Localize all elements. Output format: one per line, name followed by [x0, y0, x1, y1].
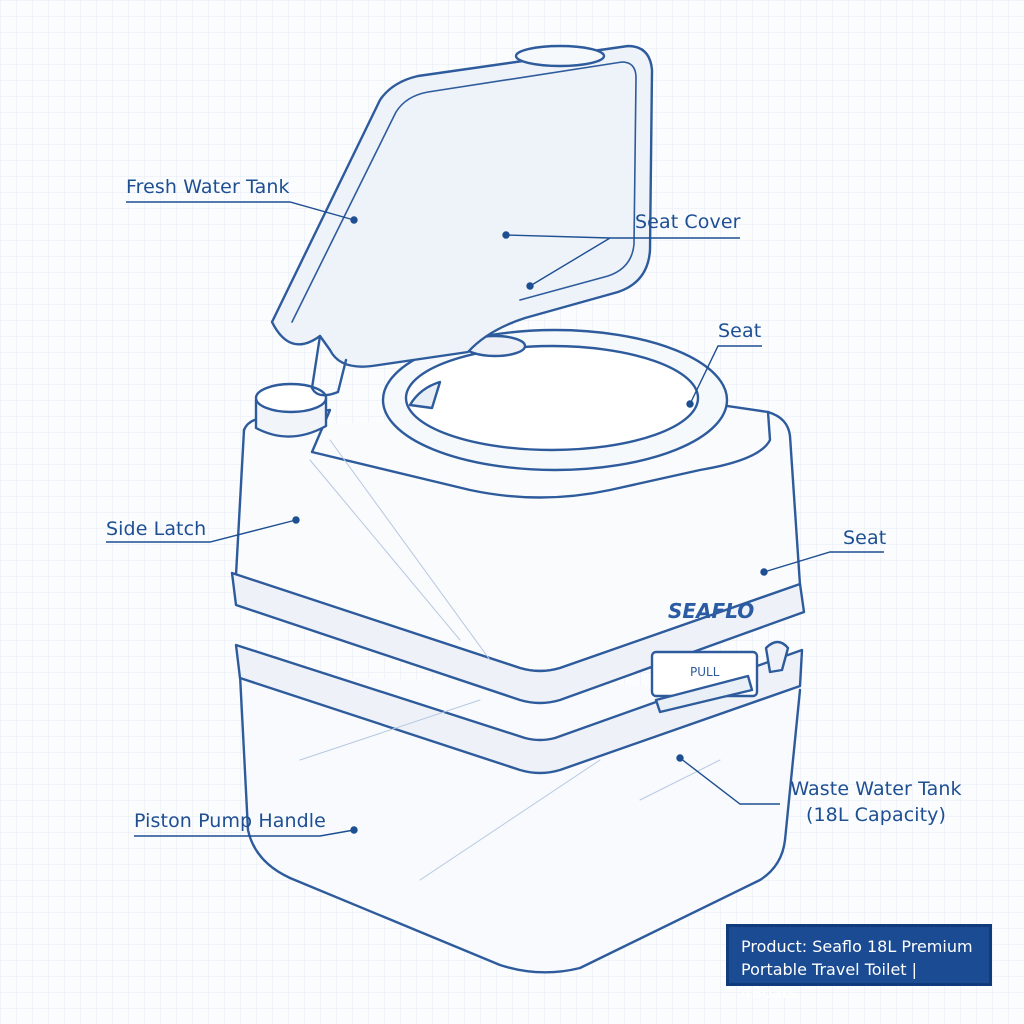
- leader-dot-fresh-water-tank: [350, 216, 358, 224]
- upper-band: [230, 571, 806, 705]
- leader-dot-seat-top: [686, 400, 694, 408]
- label-side-latch: Side Latch: [106, 518, 207, 540]
- leader-dot-seat-cover-2: [526, 282, 534, 290]
- seat-opening: [404, 344, 700, 452]
- label-piston-pump-handle: Piston Pump Handle: [134, 810, 326, 832]
- label-fresh-water-tank: Fresh Water Tank: [126, 176, 290, 198]
- leader-side-latch: [106, 519, 297, 543]
- leader-dot-waste-tank: [676, 754, 684, 762]
- label-seat-top: Seat: [718, 320, 762, 342]
- seat-cover-lid: [270, 44, 654, 368]
- side-latch-button: [764, 640, 790, 674]
- product-info-box: Product: Seaflo 18L Premium Portable Tra…: [726, 924, 992, 1002]
- waste-tank-body: [238, 673, 802, 974]
- label-waste-water-tank-line2: (18L Capacity): [805, 804, 947, 826]
- leader-dot-seat-cover-1: [502, 231, 510, 239]
- lid-inner-edge: [291, 61, 637, 323]
- lower-band: [234, 643, 804, 775]
- product-info-line2: Portable Travel Toilet | 4Boats.: [741, 960, 918, 1002]
- leader-dot-seat-side: [760, 568, 768, 576]
- water-cap-top: [254, 382, 328, 414]
- leader-dot-side-latch: [292, 516, 300, 524]
- leader-waste-tank: [679, 757, 780, 805]
- top-deck: [242, 408, 772, 499]
- shading-lines: [299, 439, 721, 881]
- label-seat-side: Seat: [843, 527, 887, 549]
- leader-seat-cover: [505, 234, 740, 287]
- leader-piston-pump-handle: [134, 829, 355, 837]
- bowl-inner: [408, 380, 442, 410]
- leader-seat-side: [763, 551, 884, 573]
- lid-handle: [514, 44, 606, 68]
- leader-fresh-water-tank: [126, 201, 355, 221]
- pull-label: PULL: [690, 665, 720, 679]
- label-waste-water-tank: Waste Water Tank (18L Capacity): [776, 776, 976, 828]
- label-waste-water-tank-line1: Waste Water Tank: [790, 778, 962, 800]
- leader-seat-top: [689, 345, 762, 405]
- brand-logo: SEAFLO: [668, 599, 754, 623]
- product-info-line1: Product: Seaflo 18L Premium: [741, 937, 973, 956]
- leader-dot-piston-pump-handle: [350, 826, 358, 834]
- label-seat-cover: Seat Cover: [635, 211, 741, 233]
- lid-hinge-arm: [310, 334, 348, 397]
- pull-handle-recess: [654, 674, 754, 714]
